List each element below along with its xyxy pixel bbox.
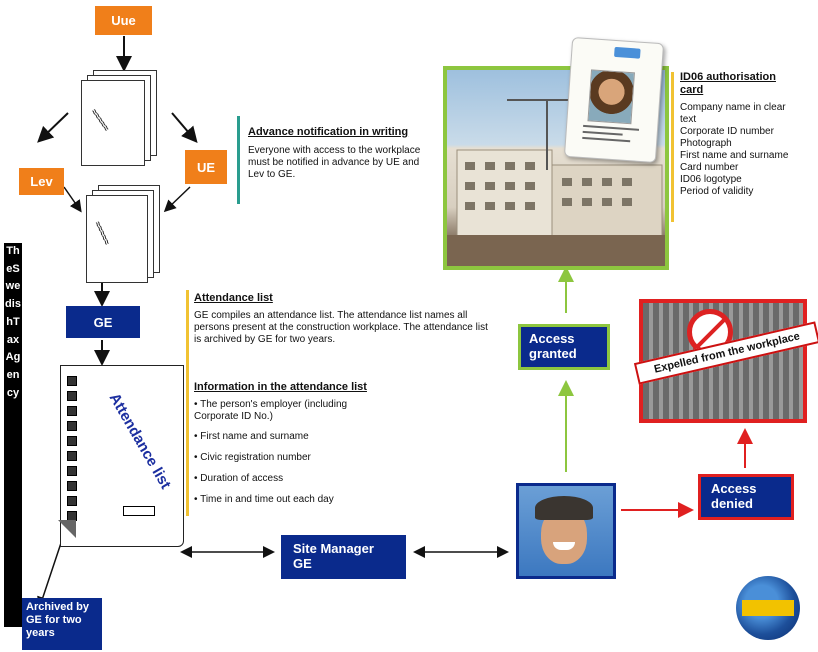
checkbox-icon xyxy=(67,406,77,416)
site-manager-label: Site Manager GE xyxy=(293,541,374,571)
building-illustration xyxy=(447,99,665,266)
checkbox-icon xyxy=(67,391,77,401)
id06-item: Card number xyxy=(680,162,739,173)
id06-item: ID06 logotype xyxy=(680,174,742,185)
card-text-lines xyxy=(582,124,640,143)
checkbox-icon xyxy=(67,436,77,446)
id06-item: First name and surname xyxy=(680,150,789,161)
arrow-docs-to-lev xyxy=(37,112,69,143)
advance-bar xyxy=(237,116,240,204)
worker-smile xyxy=(553,542,575,550)
attendance-list-document: Attendance list xyxy=(60,365,184,547)
attendance-bar xyxy=(186,290,189,516)
information-item: • The person's employer (including Corpo… xyxy=(194,399,348,422)
id06-bar xyxy=(671,72,674,222)
doc-stamp xyxy=(123,506,155,516)
checkbox-icon xyxy=(67,376,77,386)
access-granted-label: Access granted xyxy=(529,331,577,361)
access-granted-box: Access granted xyxy=(518,324,610,370)
archived-box: Archived by GE for two years xyxy=(22,598,102,650)
arrow-docs-to-ue xyxy=(171,112,198,144)
information-block: Information in the attendance list • The… xyxy=(194,381,394,506)
checkbox-icon xyxy=(67,466,77,476)
tax-agency-strip: TheSwedishTaxAgency xyxy=(4,243,22,627)
doc-sheet xyxy=(86,195,148,283)
id06-item: Corporate ID number xyxy=(680,126,774,137)
checkbox-column xyxy=(67,376,77,526)
card-logo-icon xyxy=(614,46,641,59)
uue-label: Uue xyxy=(111,13,136,28)
information-item: • Time in and time out each day xyxy=(194,494,334,505)
doc-sheet xyxy=(81,80,145,166)
advance-text: Everyone with access to the workplace mu… xyxy=(248,145,421,180)
ue-box: UE xyxy=(185,150,227,184)
information-item: • Duration of access xyxy=(194,473,284,484)
checkbox-icon xyxy=(67,451,77,461)
information-item: • First name and surname xyxy=(194,431,309,442)
attendance-doc-title: Attendance list xyxy=(105,390,175,492)
information-heading: Information in the attendance list xyxy=(194,381,367,393)
worker-helmet xyxy=(535,496,593,520)
site-manager-box: Site Manager GE xyxy=(281,535,406,579)
checkbox-icon xyxy=(67,496,77,506)
lev-box: Lev xyxy=(19,168,64,195)
access-denied-box: Access denied xyxy=(698,474,794,520)
logo-band xyxy=(742,600,794,616)
id06-item: Company name in clear text xyxy=(680,102,786,125)
arrow-lev-to-docs xyxy=(63,186,82,213)
arrow-list-to-archive xyxy=(37,539,63,609)
doc-fold xyxy=(58,520,76,538)
checkbox-icon xyxy=(67,481,77,491)
id06-heading: ID06 authorisation card xyxy=(680,71,776,96)
id06-item: Photograph xyxy=(680,138,732,149)
globe-logo-icon xyxy=(736,576,800,640)
card-photo xyxy=(587,69,635,125)
lev-label: Lev xyxy=(30,174,53,189)
arrow-ue-to-docs xyxy=(163,186,191,213)
attendance-heading: Attendance list xyxy=(194,292,273,304)
uue-box: Uue xyxy=(95,6,152,35)
id06-list: Company name in clear text Corporate ID … xyxy=(680,102,790,198)
id06-block: ID06 authorisation card Company name in … xyxy=(680,71,790,198)
information-item: • Civic registration number xyxy=(194,452,311,463)
worker-photo xyxy=(516,483,616,579)
ue-label: UE xyxy=(196,159,216,175)
id06-item: Period of validity xyxy=(680,186,754,197)
checkbox-icon xyxy=(67,421,77,431)
archived-label: Archived by GE for two years xyxy=(26,601,89,639)
attendance-text: GE compiles an attendance list. The atte… xyxy=(194,310,488,345)
id06-card xyxy=(563,36,665,164)
attendance-block: Attendance list GE compiles an attendanc… xyxy=(194,292,494,346)
advance-notification-block: Advance notification in writing Everyone… xyxy=(248,126,434,181)
access-denied-label: Access denied xyxy=(711,481,757,511)
ge-box: GE xyxy=(66,306,140,338)
ge-label: GE xyxy=(93,314,113,330)
advance-heading: Advance notification in writing xyxy=(248,126,409,138)
information-list: • The person's employer (including Corpo… xyxy=(194,399,394,506)
tax-agency-label: TheSwedishTaxAgency xyxy=(5,245,21,399)
